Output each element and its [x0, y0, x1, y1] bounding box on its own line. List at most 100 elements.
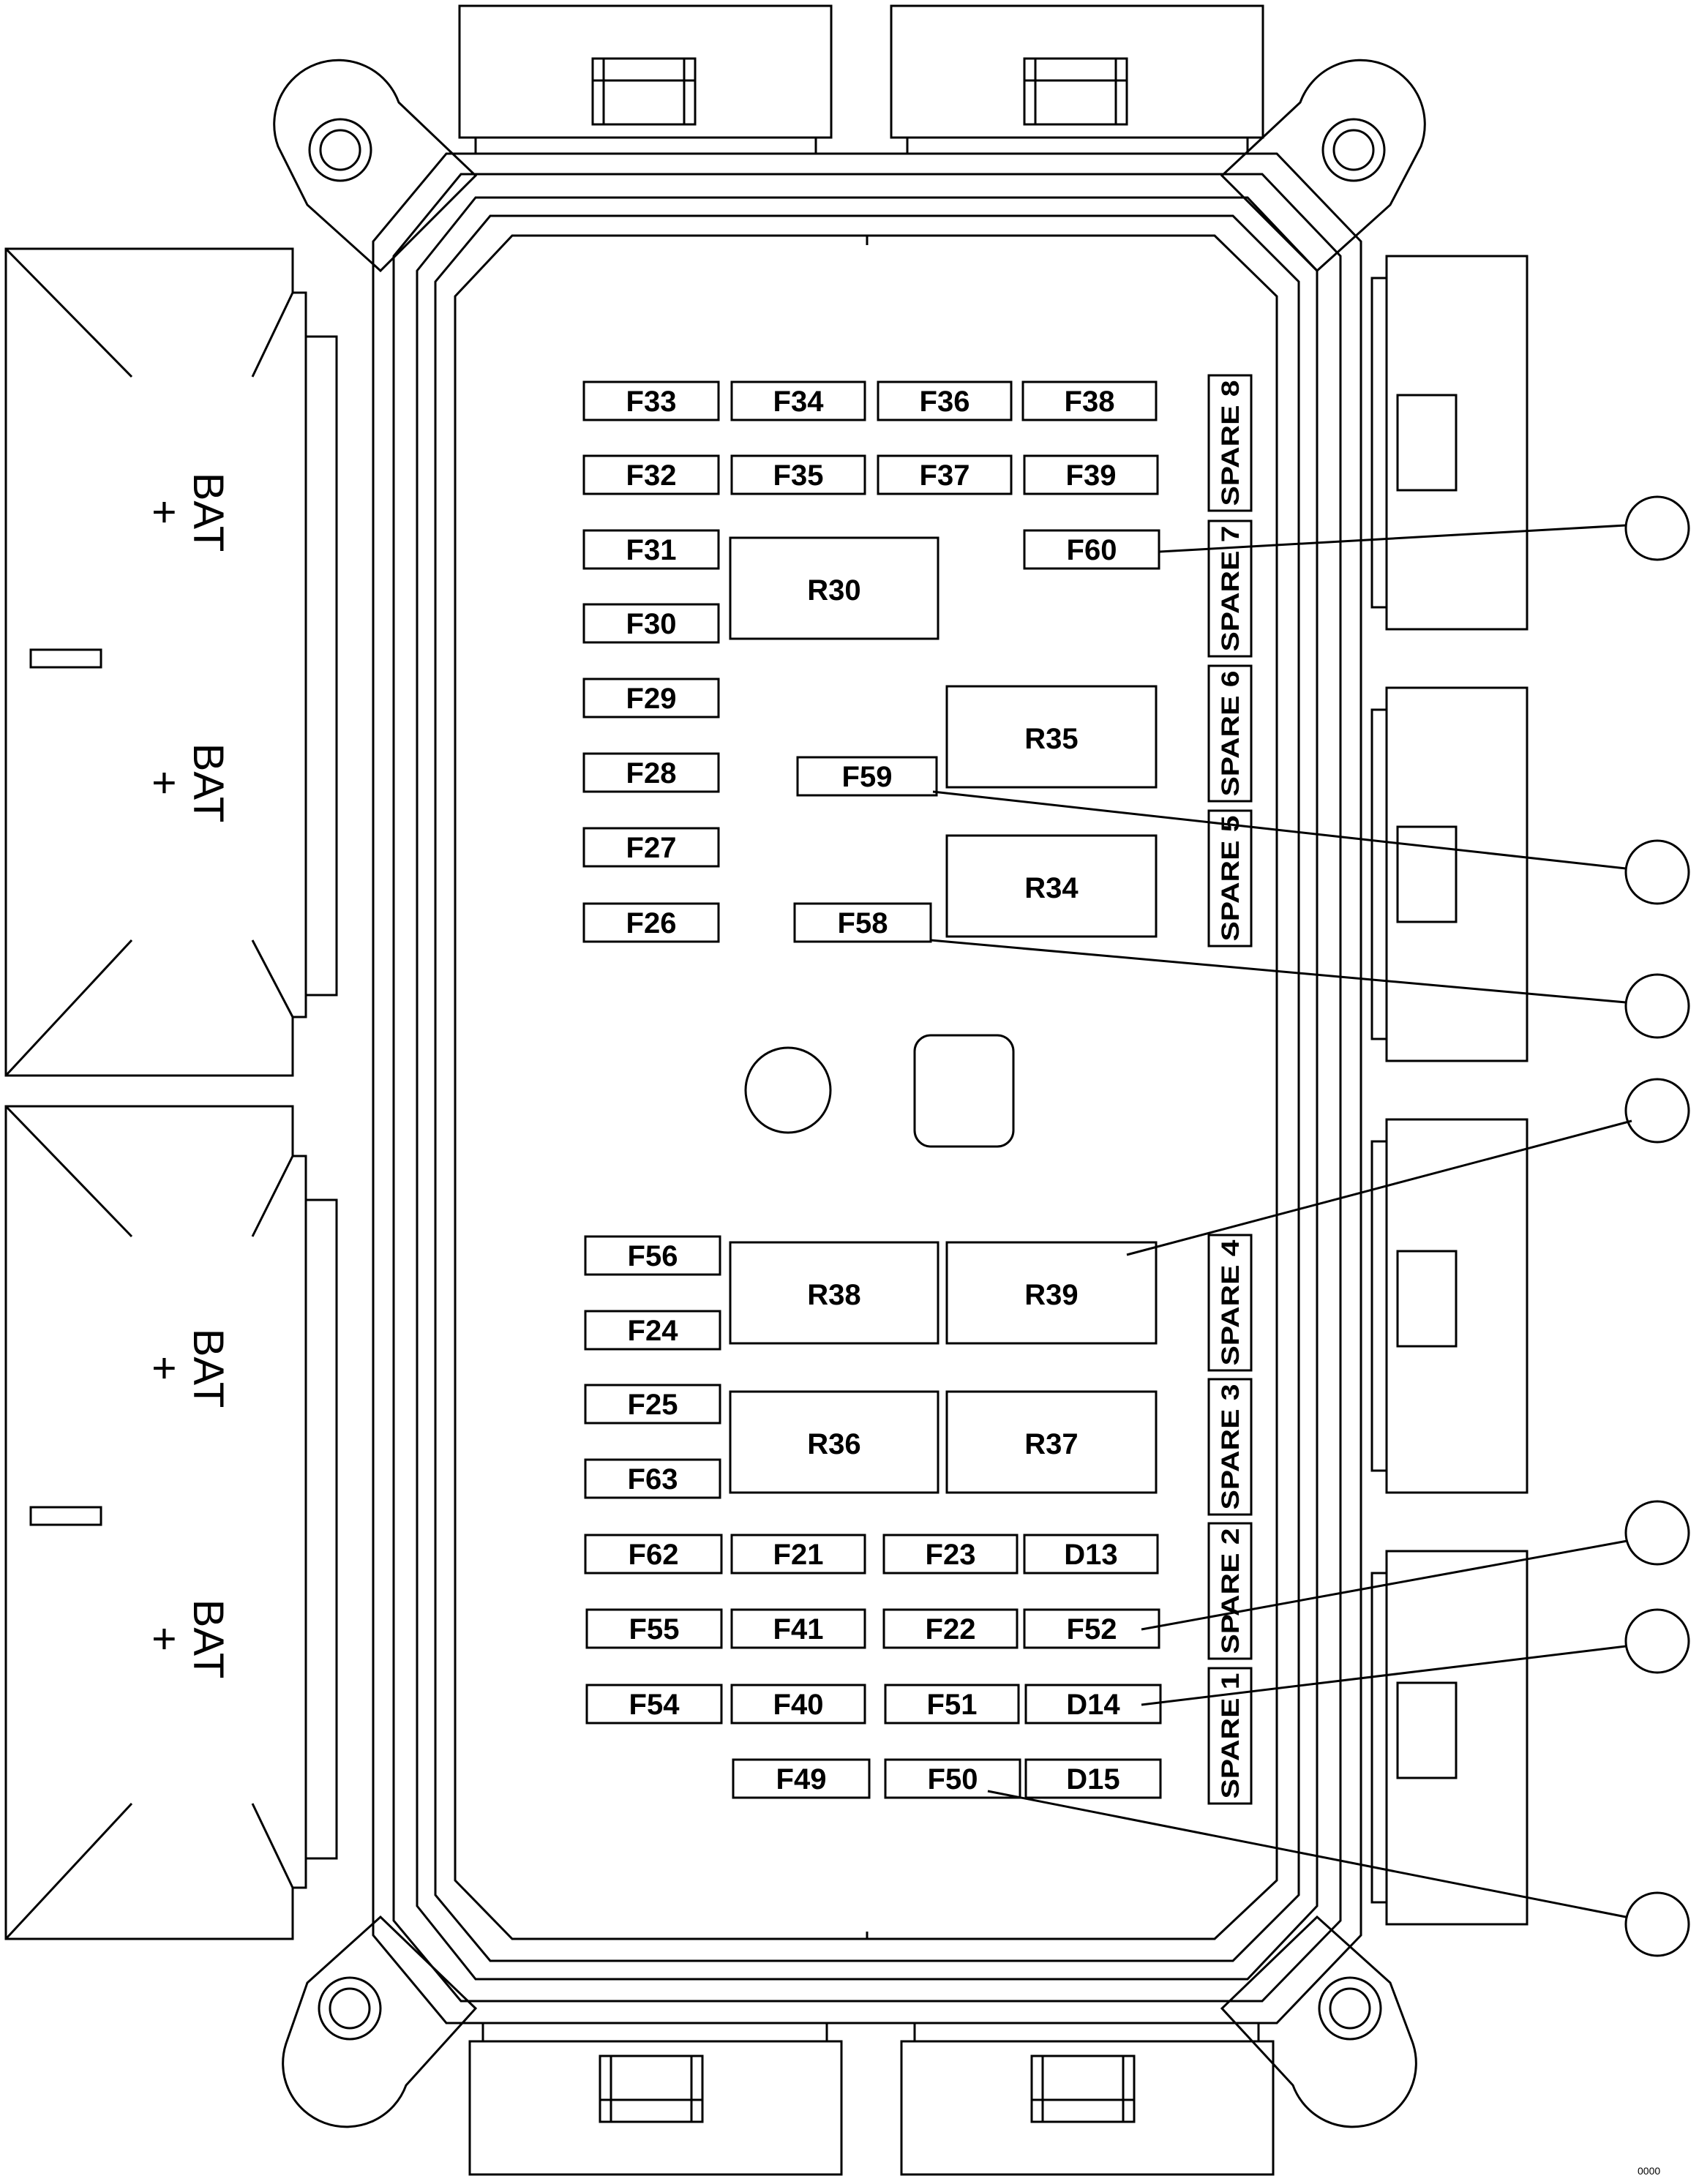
fuse-f26: F26: [582, 902, 720, 943]
fuse-f30: F30: [582, 603, 720, 644]
fuse-f38: F38: [1021, 380, 1158, 421]
fuse-label: F51: [927, 1689, 978, 1721]
fuse-f35: F35: [730, 454, 866, 495]
fuse-label: F33: [626, 386, 677, 418]
spare-8: SPARE 1: [1207, 1667, 1253, 1805]
spare-label: SPARE 2: [1217, 1528, 1245, 1654]
spare-3: SPARE 6: [1207, 664, 1253, 803]
fuse-label: F63: [628, 1463, 678, 1496]
spare-1: SPARE 8: [1207, 374, 1253, 512]
fuse-label: F30: [626, 608, 677, 640]
housing-inner: [434, 214, 1300, 1962]
fuse-f23: F23: [882, 1534, 1019, 1575]
fuse-label: F35: [773, 459, 824, 492]
spare-2: SPARE 7: [1207, 519, 1253, 658]
fuse-f28: F28: [582, 752, 720, 793]
spare-7: SPARE 2: [1207, 1522, 1253, 1660]
spare-label: SPARE 6: [1217, 671, 1245, 797]
relay-label: R34: [1024, 872, 1079, 904]
fuse-f21: F21: [730, 1534, 866, 1575]
fuse-label: F31: [626, 534, 677, 566]
fuse-label: F59: [842, 761, 893, 793]
bottom-connector-right: [900, 2022, 1275, 2176]
housing-outer: [372, 152, 1362, 2024]
fuse-label: F34: [773, 386, 825, 418]
relay-r36: R36: [729, 1390, 939, 1494]
top-connector-left: [458, 4, 833, 155]
fuse-label: F41: [773, 1613, 824, 1645]
fuse-label: F29: [626, 683, 677, 715]
relay-r39: R39: [945, 1241, 1158, 1345]
fuse-f49: F49: [732, 1758, 871, 1799]
fuse-label: F23: [926, 1539, 976, 1571]
fuse-label: F62: [629, 1539, 679, 1571]
fuse-f31: F31: [582, 529, 720, 570]
relay-r30: R30: [729, 536, 939, 640]
bat-label-4: BAT+: [140, 1599, 232, 1679]
fuse-f34: F34: [730, 380, 866, 421]
spare-label: SPARE 1: [1217, 1673, 1245, 1799]
fuse-label: F27: [626, 832, 677, 864]
fuse-label: F55: [629, 1613, 680, 1645]
relay-label: R37: [1024, 1428, 1078, 1460]
fuse-f58: F58: [793, 902, 932, 943]
fuse-label: F22: [926, 1613, 976, 1645]
fuse-label: F36: [920, 386, 970, 418]
fuse-f63: F63: [584, 1458, 721, 1499]
fuse-label: F25: [628, 1389, 678, 1421]
fuse-label: F21: [773, 1539, 824, 1571]
fuse-f25: F25: [584, 1384, 721, 1425]
fuse-label: F24: [628, 1315, 679, 1347]
fuse-f33: F33: [582, 380, 720, 421]
fuse-label: F28: [626, 757, 677, 789]
fuse-label: F60: [1067, 534, 1117, 566]
callout-circles: [1624, 495, 1690, 1957]
fuse-f39: F39: [1023, 454, 1159, 495]
fuse-f51: F51: [884, 1684, 1020, 1725]
fuse-d15: D15: [1024, 1758, 1162, 1799]
fuse-f24: F24: [584, 1310, 721, 1351]
relay-r34: R34: [945, 834, 1158, 938]
fuse-label: D15: [1066, 1763, 1119, 1795]
relay-r35: R35: [945, 685, 1158, 789]
fuse-label: F52: [1067, 1613, 1117, 1645]
fuse-label: F49: [776, 1763, 827, 1795]
relay-label: R36: [807, 1428, 860, 1460]
fuse-f59: F59: [796, 756, 938, 797]
fuse-f56: F56: [584, 1235, 721, 1276]
fuse-f40: F40: [730, 1684, 866, 1725]
fuse-f54: F54: [585, 1684, 723, 1725]
relay-label: R38: [807, 1279, 860, 1311]
relay-label: R39: [1024, 1279, 1078, 1311]
fuse-label: F26: [626, 907, 677, 939]
spare-4: SPARE 5: [1207, 809, 1253, 947]
fuse-label: F39: [1066, 459, 1117, 492]
fuse-f62: F62: [584, 1534, 723, 1575]
bat-label-2: BAT+: [140, 743, 232, 823]
fuse-f55: F55: [585, 1608, 723, 1649]
mount-bottom-right: [1220, 1915, 1417, 2128]
bottom-connector-left: [468, 2022, 843, 2176]
fuse-f29: F29: [582, 678, 720, 718]
fuse-f37: F37: [877, 454, 1013, 495]
top-connector-right: [890, 4, 1264, 155]
bat-label-3: BAT+: [140, 1329, 232, 1408]
spare-label: SPARE 3: [1217, 1384, 1245, 1510]
fuse-f41: F41: [730, 1608, 866, 1649]
left-terminal-upper: [4, 247, 338, 1077]
fuse-f36: F36: [877, 380, 1013, 421]
center-round-boss: [744, 1046, 832, 1134]
fuse-label: F58: [838, 907, 888, 939]
fuse-f52: F52: [1023, 1608, 1160, 1649]
bat-label-1: BAT+: [140, 473, 232, 552]
mount-top-left: [273, 59, 478, 273]
callout-leaders: [930, 524, 1632, 1918]
spare-5: SPARE 4: [1207, 1234, 1253, 1372]
spare-label: SPARE 5: [1217, 816, 1245, 942]
mount-bottom-left: [282, 1915, 478, 2128]
fuse-label: F54: [629, 1689, 680, 1721]
image-tag: 0000: [1638, 2165, 1660, 2177]
fuse-label: F38: [1065, 386, 1115, 418]
fuse-label: F37: [920, 459, 970, 492]
spare-label: SPARE 4: [1217, 1239, 1245, 1365]
